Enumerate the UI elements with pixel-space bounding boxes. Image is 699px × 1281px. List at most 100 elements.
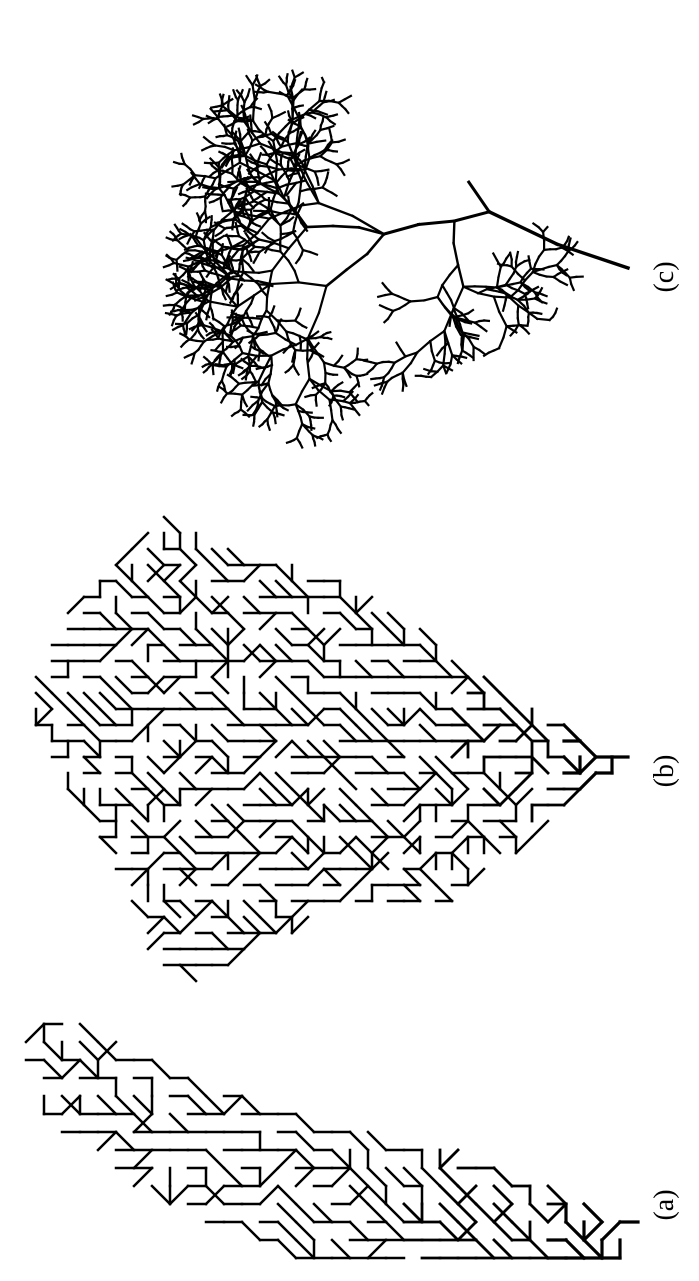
panel-c-segment bbox=[479, 350, 484, 354]
panel-c-segment bbox=[450, 265, 458, 275]
panel-c-segment bbox=[280, 234, 281, 243]
panel-c-segment bbox=[384, 319, 388, 322]
panel-c-segment bbox=[554, 277, 560, 281]
panel-c-segment bbox=[469, 182, 489, 212]
panel-c-segment bbox=[323, 117, 324, 121]
panel-c-segment bbox=[384, 225, 419, 235]
panel-c-segment bbox=[333, 115, 337, 116]
panel-c-segment bbox=[330, 100, 333, 101]
panel-c-segment bbox=[175, 225, 177, 228]
panel-c-segment bbox=[260, 332, 267, 334]
panel-c-segment bbox=[499, 312, 506, 326]
panel-c-segment bbox=[328, 338, 332, 339]
panel-c-segment bbox=[238, 241, 244, 244]
panel-c-segment bbox=[308, 150, 309, 158]
panel-c-segment bbox=[327, 126, 333, 128]
panel-c-segment bbox=[331, 410, 332, 420]
panel-c-segment bbox=[355, 409, 360, 415]
panel-c-segment bbox=[506, 254, 509, 258]
panel-c-segment bbox=[236, 144, 239, 153]
panel-c-segment bbox=[443, 305, 449, 312]
panel-c-segment bbox=[177, 283, 184, 284]
panel-c-segment bbox=[210, 323, 213, 326]
panel-c-segment bbox=[269, 105, 272, 111]
panel-c-segment bbox=[287, 74, 288, 78]
panel-c-segment bbox=[371, 379, 375, 380]
panel-c-segment bbox=[268, 425, 270, 430]
panel-c-segment bbox=[173, 327, 178, 330]
panel-c-segment bbox=[211, 109, 215, 113]
panel-c-segment bbox=[302, 379, 309, 392]
panel-c-segment bbox=[247, 76, 250, 81]
panel-c-segment bbox=[221, 204, 222, 210]
panel-c-segment bbox=[504, 326, 507, 337]
panel-c-segment bbox=[202, 302, 203, 306]
panel-c-segment bbox=[223, 211, 229, 212]
panel-c-segment bbox=[442, 275, 450, 285]
panel-c-segment bbox=[267, 333, 275, 335]
panel-c-segment bbox=[537, 319, 549, 320]
panel-c-segment bbox=[243, 211, 244, 215]
panel-c-segment bbox=[300, 180, 301, 191]
panel-c-segment bbox=[171, 311, 175, 312]
panel-c-segment bbox=[220, 359, 221, 363]
panel-c-segment bbox=[213, 369, 214, 374]
panel-c-segment bbox=[297, 128, 301, 129]
panel-c-segment bbox=[256, 107, 261, 109]
panel-c-segment bbox=[525, 260, 530, 261]
panel-c-segment bbox=[300, 132, 301, 138]
panel-c-segment bbox=[305, 395, 310, 397]
panel-c-segment bbox=[200, 272, 203, 277]
panel-c-segment bbox=[241, 257, 242, 264]
panel-c-segment bbox=[347, 254, 368, 270]
panel-c-segment bbox=[555, 309, 557, 313]
panel-c-segment bbox=[382, 388, 384, 394]
panel-c-segment bbox=[315, 343, 319, 347]
panel-c-segment bbox=[213, 315, 214, 320]
panel-c-segment bbox=[222, 95, 223, 100]
panel-c-segment bbox=[454, 212, 489, 221]
panel-c-segment bbox=[258, 319, 261, 328]
panel-c-segment bbox=[194, 122, 199, 124]
panel-c-segment bbox=[325, 92, 327, 97]
panel-c-segment bbox=[499, 337, 504, 348]
panel-c-segment bbox=[244, 198, 245, 208]
panel-c-segment bbox=[437, 349, 442, 356]
panel-c-segment bbox=[329, 438, 331, 441]
panel-c-segment bbox=[458, 265, 463, 287]
panel-c-segment bbox=[316, 141, 325, 142]
panel-c-segment bbox=[173, 186, 178, 187]
panel-c-segment bbox=[438, 285, 443, 297]
panel-c-segment bbox=[164, 265, 169, 267]
panel-c-segment bbox=[263, 233, 269, 238]
panel-c-segment bbox=[310, 252, 317, 255]
panel-c-segment bbox=[259, 369, 265, 382]
panel-c-segment bbox=[367, 234, 384, 254]
panel-c-segment bbox=[537, 313, 541, 314]
panel-c-segment bbox=[295, 271, 299, 283]
panel-c-segment bbox=[403, 385, 404, 391]
panel-c-segment bbox=[534, 287, 538, 289]
panel-c-segment bbox=[221, 398, 224, 403]
panel-c-segment bbox=[286, 370, 289, 372]
panel-c-segment bbox=[204, 370, 207, 372]
panel-c-segment bbox=[454, 287, 464, 309]
panel-c-segment bbox=[370, 393, 373, 395]
panel-c-segment bbox=[395, 357, 406, 363]
panel-c-segment bbox=[341, 396, 344, 397]
panel-c-segment bbox=[248, 226, 249, 231]
panel-c-segment bbox=[575, 242, 578, 246]
panel-c-segment bbox=[276, 161, 277, 181]
panel-c-segment bbox=[289, 217, 293, 220]
panel-c-segment bbox=[454, 221, 455, 243]
panel-c-segment bbox=[242, 259, 244, 272]
panel-c-segment bbox=[183, 224, 187, 227]
panel-c-segment bbox=[432, 351, 435, 361]
panel-c-segment bbox=[481, 327, 487, 331]
panel-c-segment bbox=[569, 252, 573, 255]
panel-c-segment bbox=[267, 297, 268, 311]
panel-c-segment bbox=[298, 309, 300, 315]
panel-c-segment bbox=[211, 107, 216, 108]
panel-c-segment bbox=[417, 341, 430, 352]
panel-c-segment bbox=[185, 356, 188, 358]
